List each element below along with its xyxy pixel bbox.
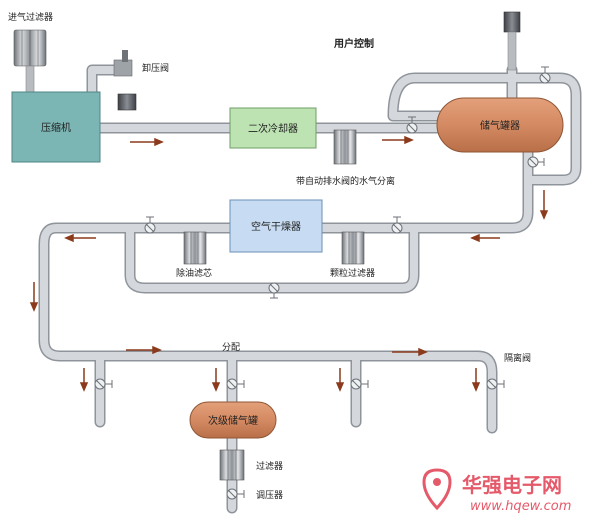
particle-filter bbox=[341, 231, 365, 265]
arrow-left-icon bbox=[470, 233, 500, 243]
motor-block bbox=[117, 93, 137, 111]
watermark-url: www.hqew.com bbox=[470, 499, 571, 514]
air-dryer bbox=[229, 199, 323, 253]
watermark-logo bbox=[422, 468, 452, 511]
valve-icon bbox=[226, 378, 245, 390]
valve-icon bbox=[527, 156, 545, 168]
valve-icon bbox=[406, 116, 418, 134]
valve-icon bbox=[391, 216, 403, 234]
oil-filter-label: 除油滤芯 bbox=[176, 267, 212, 279]
water-separator bbox=[333, 129, 357, 165]
relief-valve bbox=[113, 50, 133, 77]
compressor-label: 压缩机 bbox=[41, 121, 71, 134]
receiver-label: 储气罐器 bbox=[480, 119, 520, 132]
dryer-label: 空气干燥器 bbox=[251, 220, 301, 233]
receiver-vent bbox=[503, 11, 521, 71]
arrow-right-icon bbox=[126, 345, 162, 355]
valve-icon bbox=[144, 216, 156, 234]
valve-icon bbox=[94, 378, 113, 390]
filter-label: 过滤器 bbox=[256, 460, 283, 472]
intake-filter-label: 进气过滤器 bbox=[8, 11, 53, 23]
arrow-down-icon bbox=[211, 368, 221, 392]
regulator-label: 调压器 bbox=[256, 490, 283, 501]
valve-icon bbox=[350, 378, 369, 390]
aftercooler bbox=[229, 107, 317, 149]
distribution-label: 分配 bbox=[222, 342, 240, 353]
isolation-valve-label: 隔离阀 bbox=[504, 352, 531, 364]
valve-icon bbox=[539, 66, 551, 84]
arrow-down-icon bbox=[335, 368, 345, 392]
intake-filter bbox=[13, 29, 47, 93]
valves bbox=[94, 66, 551, 500]
separator-label: 带自动排水阀的水气分离 bbox=[296, 175, 395, 187]
arrow-left-icon bbox=[64, 233, 96, 243]
secondary-receiver-tank bbox=[189, 401, 277, 439]
diagram-title: 用户控制 bbox=[333, 37, 374, 50]
secondary-receiver-label: 次级储气罐 bbox=[208, 414, 258, 427]
flow-arrows bbox=[29, 135, 549, 392]
oil-filter bbox=[183, 231, 207, 265]
receiver-tank bbox=[436, 97, 564, 153]
arrow-down-icon bbox=[471, 368, 481, 392]
watermark-name: 华强电子网 bbox=[462, 473, 562, 497]
arrow-down-icon bbox=[29, 282, 39, 312]
arrow-down-icon bbox=[79, 368, 89, 392]
arrow-right-icon bbox=[392, 347, 428, 357]
particle-filter-label: 颗粒过滤器 bbox=[330, 267, 375, 279]
arrow-right-icon bbox=[382, 135, 414, 145]
arrow-down-icon bbox=[539, 190, 549, 220]
valve-icon bbox=[226, 488, 245, 500]
arrow-right-icon bbox=[130, 137, 164, 147]
compressor bbox=[11, 91, 101, 163]
valve-icon bbox=[268, 282, 280, 299]
point-of-use-filter bbox=[219, 449, 245, 481]
aftercooler-label: 二次冷却器 bbox=[248, 122, 298, 135]
valve-icon bbox=[486, 378, 505, 390]
relief-valve-label: 卸压阀 bbox=[142, 62, 169, 74]
